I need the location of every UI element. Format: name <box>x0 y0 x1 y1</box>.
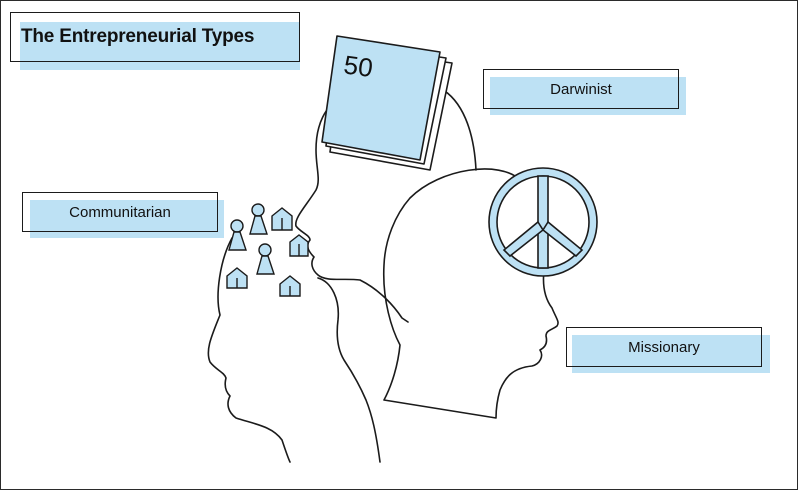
peace-sign-icon <box>488 167 598 277</box>
darwinist-head <box>295 97 409 323</box>
pawn-icon <box>256 243 275 275</box>
house-icon <box>226 267 248 289</box>
diagram-title: The Entrepreneurial Types <box>10 12 300 62</box>
sticky-note-icon <box>321 35 453 171</box>
missionary-text: Missionary <box>566 327 762 367</box>
pawn-icon <box>228 219 247 251</box>
house-icon <box>271 207 293 231</box>
house-icon <box>289 234 309 257</box>
pawn-icon <box>249 203 268 235</box>
community-icons <box>226 203 309 297</box>
missionary-label: Missionary <box>566 327 770 374</box>
communitarian-label: Communitarian <box>22 192 225 239</box>
diagram-title-label: The Entrepreneurial Types <box>10 12 302 72</box>
darwinist-label: Darwinist <box>483 69 686 116</box>
communitarian-text: Communitarian <box>22 192 218 232</box>
house-icon <box>279 275 301 297</box>
communitarian-head <box>207 237 291 463</box>
sticky-note-number: 50 <box>342 49 375 83</box>
darwinist-text: Darwinist <box>483 69 679 109</box>
